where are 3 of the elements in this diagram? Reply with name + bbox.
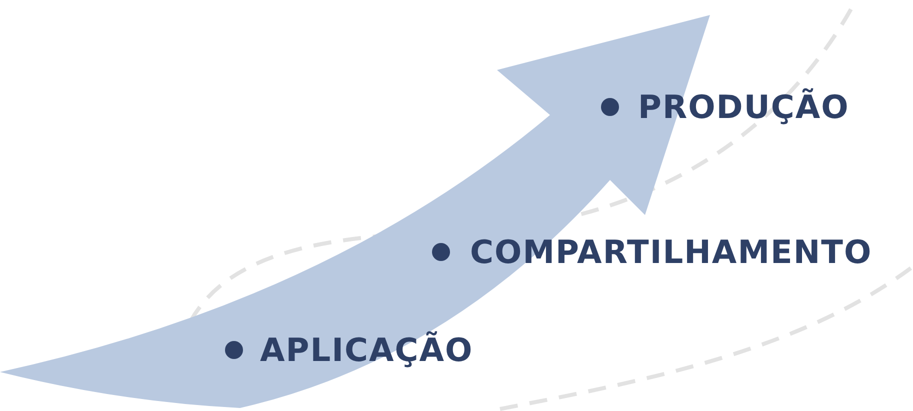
stage-label: PRODUÇÃO — [638, 87, 850, 127]
stage-label: APLICAÇÃO — [260, 330, 474, 370]
stage-label: COMPARTILHAMENTO — [470, 232, 872, 272]
